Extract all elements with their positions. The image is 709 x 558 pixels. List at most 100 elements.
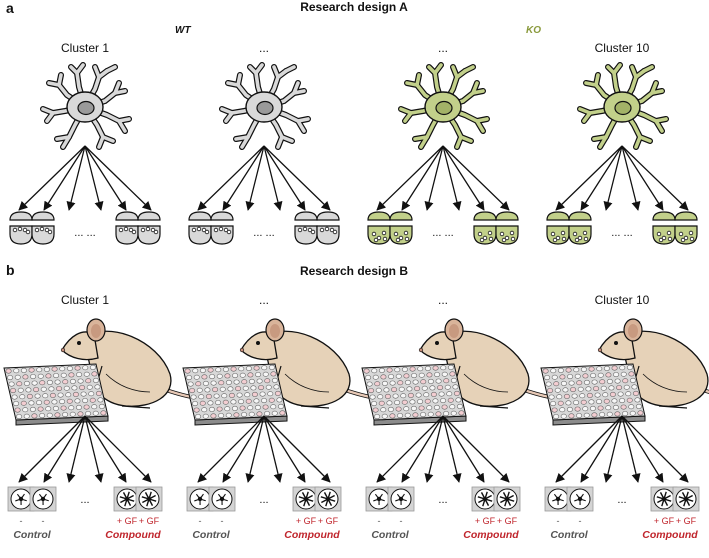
arrow (84, 145, 152, 211)
synapse-icon (674, 211, 698, 245)
synapse-icon (188, 211, 212, 245)
panel-b-title: Research design B (300, 264, 408, 278)
neuron-icon (40, 62, 132, 150)
culture-well-icon (493, 486, 521, 512)
arrow (18, 145, 86, 211)
well-plate-icon (3, 363, 109, 426)
mouse-icon (418, 318, 588, 409)
cluster-label: Cluster 10 (595, 41, 650, 55)
arrow (263, 415, 331, 483)
arrow (621, 415, 689, 483)
cluster-label: ... (438, 41, 448, 55)
arrow (555, 415, 623, 483)
untreated-label: - (400, 516, 403, 526)
arrow (376, 415, 444, 483)
neuron-icon (398, 62, 490, 150)
arrow (621, 415, 641, 483)
well-plate-icon (540, 363, 646, 426)
arrow (603, 145, 623, 211)
cluster-label: Cluster 10 (595, 293, 650, 307)
panel-a-letter: a (6, 0, 14, 16)
arrow (66, 415, 86, 483)
arrow (197, 145, 265, 211)
arrow (43, 145, 86, 211)
untreated-label: - (378, 516, 381, 526)
synapse-icon (294, 211, 318, 245)
ellipsis-text: ... (617, 494, 626, 506)
synapse-icon (367, 211, 391, 245)
arrow (84, 415, 104, 483)
arrow (442, 415, 485, 483)
gf-label: + GF (139, 516, 160, 526)
arrow (84, 415, 152, 483)
well-plate-icon (182, 363, 288, 426)
arrow (197, 415, 265, 483)
arrow (245, 415, 265, 483)
arrow (442, 415, 462, 483)
arrow (401, 145, 444, 211)
neuron-icon (577, 62, 669, 150)
synapse-icon (389, 211, 413, 245)
arrow (442, 145, 485, 211)
untreated-label: - (42, 516, 45, 526)
arrow (43, 415, 86, 483)
synapse-icon (9, 211, 33, 245)
arrow (621, 145, 689, 211)
arrow (18, 415, 86, 483)
culture-well-icon (208, 486, 236, 512)
culture-well-icon (135, 486, 163, 512)
arrow (245, 145, 265, 211)
arrow (603, 415, 623, 483)
culture-well-icon (672, 486, 700, 512)
synapse-icon (210, 211, 234, 245)
arrow (263, 145, 331, 211)
arrow (621, 145, 641, 211)
panel-a-column: ...... ... (188, 41, 340, 245)
panel-a-title: Research design A (300, 0, 408, 14)
arrow (424, 415, 444, 483)
arrow (222, 145, 265, 211)
arrow (401, 415, 444, 483)
arrow (263, 145, 283, 211)
culture-well-icon (566, 486, 594, 512)
untreated-label: - (199, 516, 202, 526)
mouse-icon (597, 318, 709, 409)
arrow (424, 145, 444, 211)
culture-well-icon (314, 486, 342, 512)
panel-b-letter: b (6, 262, 15, 278)
cluster-label: Cluster 1 (61, 41, 109, 55)
ellipsis-text: ... ... (253, 227, 274, 239)
control-label: Control (371, 529, 409, 541)
gf-label: + GF (497, 516, 518, 526)
culture-well-icon (387, 486, 415, 512)
gf-label: + GF (318, 516, 339, 526)
gf-label: + GF (676, 516, 697, 526)
synapse-icon (652, 211, 676, 245)
gf-label: + GF (475, 516, 496, 526)
panel-a-column: Cluster 10... ... (546, 41, 698, 245)
panel-a-columns: Cluster 1... ......... ......... ...Clus… (9, 41, 698, 245)
arrow (66, 145, 86, 211)
arrow (84, 415, 127, 483)
culture-well-icon (113, 486, 141, 512)
arrow (84, 145, 104, 211)
arrow (442, 415, 510, 483)
well-plate-icon (361, 363, 467, 426)
wt-label: WT (175, 25, 191, 36)
arrow (376, 145, 444, 211)
arrow (580, 415, 623, 483)
culture-well-icon (29, 486, 57, 512)
gf-label: + GF (296, 516, 317, 526)
compound-label: Compound (105, 529, 161, 541)
ko-label: KO (526, 25, 541, 36)
neuron-icon (219, 62, 311, 150)
arrow (263, 145, 306, 211)
synapse-icon (31, 211, 55, 245)
arrow (580, 145, 623, 211)
arrow (84, 145, 127, 211)
